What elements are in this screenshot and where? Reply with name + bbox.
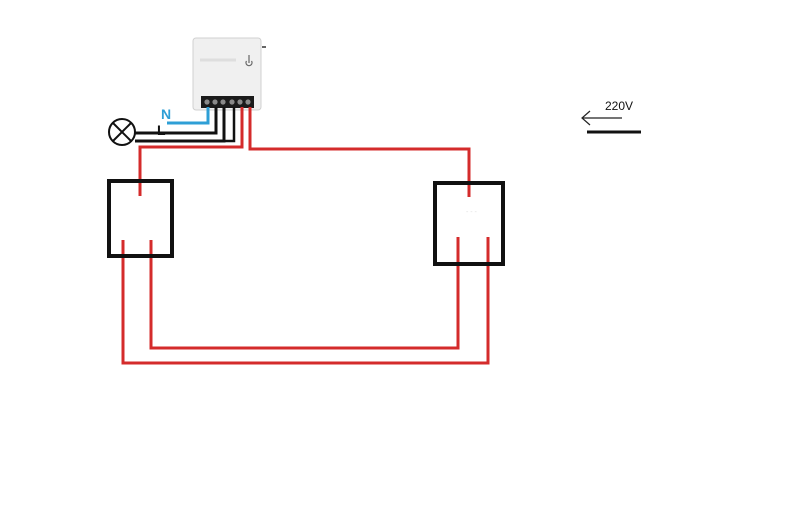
switch-box-right bbox=[433, 181, 505, 266]
switch-box-left bbox=[107, 179, 174, 258]
power-button-icon bbox=[245, 55, 253, 67]
lamp-icon bbox=[108, 118, 136, 146]
switch-wires bbox=[121, 107, 490, 365]
voltage-label: 220V bbox=[605, 99, 633, 113]
live-label: L bbox=[157, 122, 166, 138]
voltage-indicator: 220V bbox=[581, 99, 641, 134]
smart-relay-module bbox=[192, 37, 266, 111]
arrow-left-icon bbox=[581, 110, 622, 126]
live-wires bbox=[135, 107, 236, 143]
relay-body bbox=[192, 37, 262, 111]
switch-faint-mark: - - - bbox=[466, 209, 478, 216]
neutral-label: N bbox=[161, 106, 171, 122]
neutral-wire bbox=[167, 107, 210, 125]
relay-terminal-block bbox=[201, 96, 254, 108]
